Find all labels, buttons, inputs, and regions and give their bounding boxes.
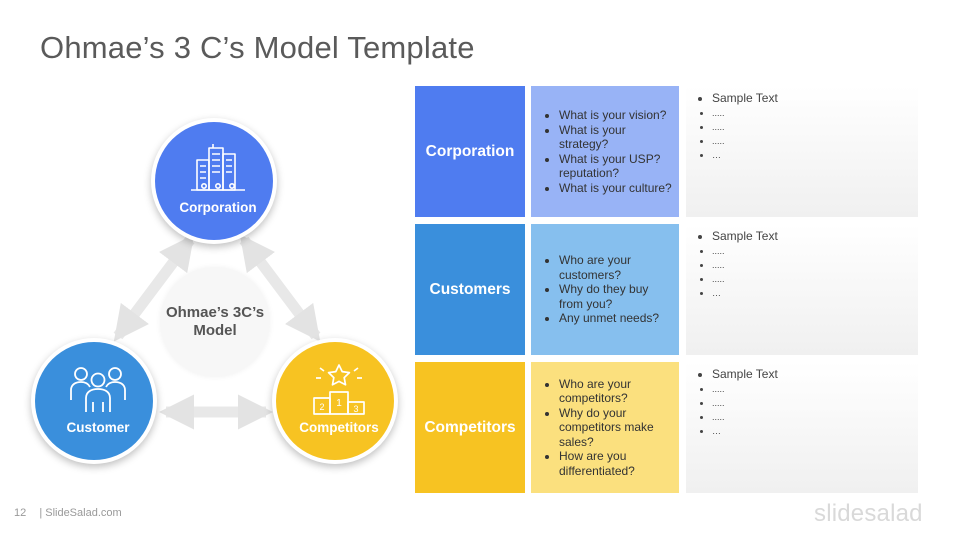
row-header-customers: Customers bbox=[415, 224, 525, 355]
question-item: What is your strategy? bbox=[559, 123, 673, 152]
node-corporation-label: Corporation bbox=[179, 200, 257, 215]
sample-item: Sample Text bbox=[712, 91, 912, 106]
arrow-corporation-competitors bbox=[239, 234, 321, 342]
page-number: 12 bbox=[14, 507, 27, 519]
sample-item: ..... bbox=[712, 272, 912, 286]
three-c-diagram: Ohmae’s 3C’s Model Corporation bbox=[0, 0, 420, 540]
row-header-competitors: Competitors bbox=[415, 362, 525, 493]
question-item: What is your culture? bbox=[559, 181, 673, 196]
sample-text-cell: Sample Text ..... ..... ..... … bbox=[686, 86, 918, 217]
people-group-icon bbox=[70, 367, 126, 412]
svg-text:3: 3 bbox=[353, 404, 358, 414]
sample-text-cell: Sample Text ..... ..... ..... … bbox=[686, 224, 918, 355]
sample-item: … bbox=[712, 286, 912, 300]
node-competitors: 1 2 3 Competitors bbox=[272, 338, 398, 464]
svg-text:2: 2 bbox=[319, 402, 324, 412]
node-corporation: Corporation bbox=[151, 118, 277, 244]
question-item: Who are your customers? bbox=[559, 253, 673, 282]
row-header-corporation: Corporation bbox=[415, 86, 525, 217]
sample-item: ..... bbox=[712, 244, 912, 258]
sample-item: ..... bbox=[712, 120, 912, 134]
svg-text:1: 1 bbox=[336, 398, 342, 409]
question-item: Any unmet needs? bbox=[559, 311, 673, 326]
question-item: Why do your competitors make sales? bbox=[559, 406, 673, 450]
sample-item: … bbox=[712, 148, 912, 162]
node-competitors-label: Competitors bbox=[299, 420, 379, 435]
table-row: Customers Who are your customers? Why do… bbox=[415, 224, 918, 355]
sample-item: ..... bbox=[712, 258, 912, 272]
question-item: What is your vision? bbox=[559, 108, 673, 123]
sample-item: ..... bbox=[712, 410, 912, 424]
buildings-icon bbox=[191, 144, 245, 191]
question-item: What is your USP? reputation? bbox=[559, 152, 673, 181]
sample-item: ..... bbox=[712, 396, 912, 410]
question-item: Why do they buy from you? bbox=[559, 282, 673, 311]
footer: 12 | SlideSalad.com bbox=[14, 507, 122, 519]
podium-star-icon: 1 2 3 bbox=[313, 364, 365, 415]
question-item: Who are your competitors? bbox=[559, 377, 673, 406]
sample-item: ..... bbox=[712, 382, 912, 396]
sample-item: Sample Text bbox=[712, 229, 912, 244]
sample-item: ..... bbox=[712, 106, 912, 120]
brand-logo: slidesalad bbox=[814, 500, 923, 527]
questions-cell: What is your vision? What is your strate… bbox=[531, 86, 679, 217]
sample-item: … bbox=[712, 424, 912, 438]
questions-cell: Who are your competitors? Why do your co… bbox=[531, 362, 679, 493]
questions-cell: Who are your customers? Why do they buy … bbox=[531, 224, 679, 355]
node-customer-label: Customer bbox=[66, 420, 130, 435]
sample-text-cell: Sample Text ..... ..... ..... … bbox=[686, 362, 918, 493]
connector-arrows bbox=[113, 234, 321, 430]
slide-title: Ohmae’s 3 C’s Model Template bbox=[40, 30, 475, 65]
center-label: Ohmae’s 3C’s Model bbox=[165, 304, 265, 339]
arrow-corporation-customer bbox=[113, 234, 195, 342]
source-text: | SlideSalad.com bbox=[39, 507, 122, 519]
question-item: How are you differentiated? bbox=[559, 449, 673, 478]
sample-item: ..... bbox=[712, 134, 912, 148]
node-customer: Customer bbox=[31, 338, 157, 464]
center-disc: Ohmae’s 3C’s Model bbox=[160, 267, 270, 377]
table-row: Corporation What is your vision? What is… bbox=[415, 86, 918, 217]
sample-item: Sample Text bbox=[712, 367, 912, 382]
table-row: Competitors Who are your competitors? Wh… bbox=[415, 362, 918, 493]
